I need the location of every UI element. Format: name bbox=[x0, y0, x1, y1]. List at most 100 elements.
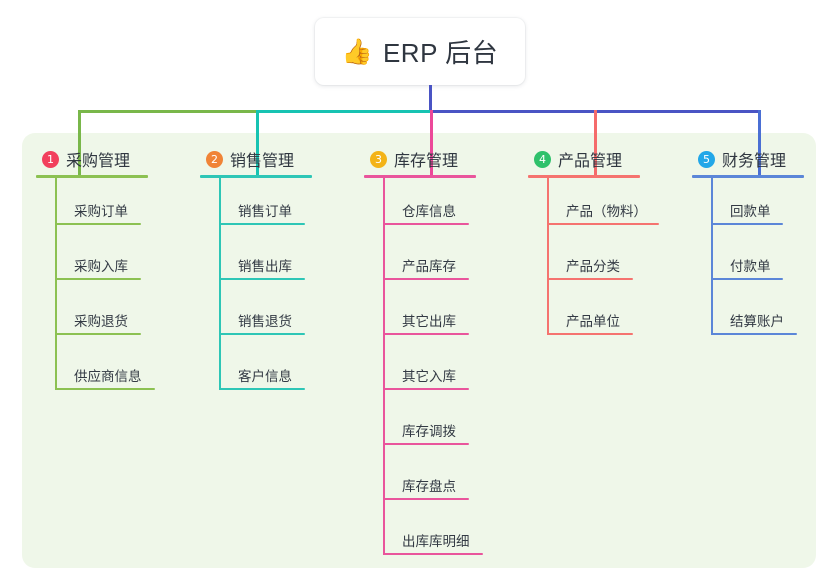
branch-item-label: 库存调拨 bbox=[402, 424, 456, 439]
branch-header-inventory[interactable]: 3 库存管理 bbox=[364, 146, 512, 172]
branch-item-label: 仓库信息 bbox=[402, 204, 456, 219]
branch-item-label: 库存盘点 bbox=[402, 479, 456, 494]
branch-item-label: 销售退货 bbox=[238, 314, 292, 329]
branch-spine bbox=[219, 175, 221, 390]
branch-number-badge: 5 bbox=[698, 150, 715, 168]
branch-item-label: 供应商信息 bbox=[74, 369, 142, 384]
branch-item-underline bbox=[219, 388, 305, 390]
branch-spine bbox=[547, 175, 549, 335]
branch-item[interactable]: 结算账户 bbox=[692, 285, 839, 340]
branch-item-underline bbox=[547, 223, 659, 225]
branch-header-underline bbox=[364, 175, 476, 178]
branch-header-finance[interactable]: 5 财务管理 bbox=[692, 146, 839, 172]
branch-item[interactable]: 回款单 bbox=[692, 175, 839, 230]
branch-item[interactable]: 销售订单 bbox=[200, 175, 348, 230]
branch-item[interactable]: 产品分类 bbox=[528, 230, 676, 285]
branch-item[interactable]: 销售出库 bbox=[200, 230, 348, 285]
branch-item[interactable]: 产品库存 bbox=[364, 230, 512, 285]
branch-purchase[interactable]: 1 采购管理采购订单采购入库采购退货供应商信息 bbox=[36, 146, 184, 395]
thumbs-up-icon: 👍 bbox=[341, 37, 373, 66]
branch-item-label: 其它出库 bbox=[402, 314, 456, 329]
connector-drop-inventory bbox=[430, 110, 433, 175]
branch-item[interactable]: 采购订单 bbox=[36, 175, 184, 230]
branch-items-purchase: 采购订单采购入库采购退货供应商信息 bbox=[36, 175, 184, 395]
connector-drop-finance bbox=[758, 110, 761, 175]
branch-item-label: 产品库存 bbox=[402, 259, 456, 274]
connector-root-stem bbox=[429, 85, 432, 111]
branch-number-badge: 1 bbox=[42, 150, 59, 168]
branch-number-badge: 2 bbox=[206, 150, 223, 168]
branch-title: 库存管理 bbox=[394, 153, 459, 170]
branch-item[interactable]: 其它入库 bbox=[364, 340, 512, 395]
branch-item-underline bbox=[219, 223, 305, 225]
branch-items-finance: 回款单付款单结算账户 bbox=[692, 175, 839, 340]
branch-item[interactable]: 库存盘点 bbox=[364, 450, 512, 505]
connector-drop-sales bbox=[256, 110, 259, 175]
branch-item-underline bbox=[711, 278, 783, 280]
branch-item-label: 产品分类 bbox=[566, 259, 620, 274]
branch-item-underline bbox=[711, 333, 797, 335]
branch-item-underline bbox=[711, 223, 783, 225]
branch-title: 财务管理 bbox=[722, 153, 787, 170]
branch-item[interactable]: 出库库明细 bbox=[364, 505, 512, 560]
branch-item[interactable]: 产品单位 bbox=[528, 285, 676, 340]
branch-header-underline bbox=[528, 175, 640, 178]
branch-item-underline bbox=[219, 278, 305, 280]
branch-item-label: 产品（物料） bbox=[566, 204, 647, 219]
branch-header-underline bbox=[200, 175, 312, 178]
root-title: ERP 后台 bbox=[382, 38, 499, 68]
branch-item-label: 产品单位 bbox=[566, 314, 620, 329]
root-node-content: 👍 ERP 后台 bbox=[342, 33, 498, 70]
branch-header-purchase[interactable]: 1 采购管理 bbox=[36, 146, 184, 172]
branch-item-underline bbox=[383, 333, 469, 335]
branch-item[interactable]: 客户信息 bbox=[200, 340, 348, 395]
branch-item-label: 客户信息 bbox=[238, 369, 292, 384]
branch-item-label: 采购订单 bbox=[74, 204, 128, 219]
root-node[interactable]: 👍 ERP 后台 bbox=[315, 18, 525, 85]
branch-spine bbox=[383, 175, 385, 555]
branch-items-inventory: 仓库信息产品库存其它出库其它入库库存调拨库存盘点出库库明细 bbox=[364, 175, 512, 560]
branch-item[interactable]: 采购退货 bbox=[36, 285, 184, 340]
branch-item[interactable]: 其它出库 bbox=[364, 285, 512, 340]
branch-item-underline bbox=[55, 388, 155, 390]
branch-item[interactable]: 产品（物料） bbox=[528, 175, 676, 230]
branch-title: 采购管理 bbox=[66, 153, 131, 170]
branch-header-underline bbox=[36, 175, 148, 178]
branch-item-underline bbox=[383, 443, 469, 445]
branch-item[interactable]: 库存调拨 bbox=[364, 395, 512, 450]
branch-finance[interactable]: 5 财务管理回款单付款单结算账户 bbox=[692, 146, 839, 340]
branch-item-label: 销售出库 bbox=[238, 259, 292, 274]
branch-item[interactable]: 销售退货 bbox=[200, 285, 348, 340]
branch-item-underline bbox=[383, 498, 469, 500]
branch-item-label: 付款单 bbox=[730, 259, 771, 274]
branch-item-label: 结算账户 bbox=[730, 314, 784, 329]
branch-item[interactable]: 付款单 bbox=[692, 230, 839, 285]
branch-item[interactable]: 供应商信息 bbox=[36, 340, 184, 395]
connector-bar-green bbox=[78, 110, 256, 113]
branch-items-product: 产品（物料） 产品分类产品单位 bbox=[528, 175, 676, 340]
branch-item-label: 回款单 bbox=[730, 204, 771, 219]
branch-item-label: 其它入库 bbox=[402, 369, 456, 384]
branch-item-underline bbox=[383, 553, 483, 555]
branch-spine bbox=[55, 175, 57, 390]
connector-drop-product bbox=[594, 110, 597, 175]
branch-inventory[interactable]: 3 库存管理仓库信息产品库存其它出库其它入库库存调拨库存盘点出库库明细 bbox=[364, 146, 512, 560]
branch-number-badge: 3 bbox=[370, 150, 387, 168]
branch-items-sales: 销售订单销售出库销售退货客户信息 bbox=[200, 175, 348, 395]
branch-title: 产品管理 bbox=[558, 153, 623, 170]
branch-item[interactable]: 仓库信息 bbox=[364, 175, 512, 230]
branch-item-label: 采购退货 bbox=[74, 314, 128, 329]
branches-panel bbox=[22, 133, 816, 568]
branch-header-underline bbox=[692, 175, 804, 178]
branch-item[interactable]: 采购入库 bbox=[36, 230, 184, 285]
branch-item-underline bbox=[219, 333, 305, 335]
branch-item-underline bbox=[55, 333, 141, 335]
branch-item-label: 出库库明细 bbox=[402, 534, 470, 549]
branch-item-underline bbox=[547, 278, 633, 280]
branch-item-underline bbox=[383, 223, 469, 225]
